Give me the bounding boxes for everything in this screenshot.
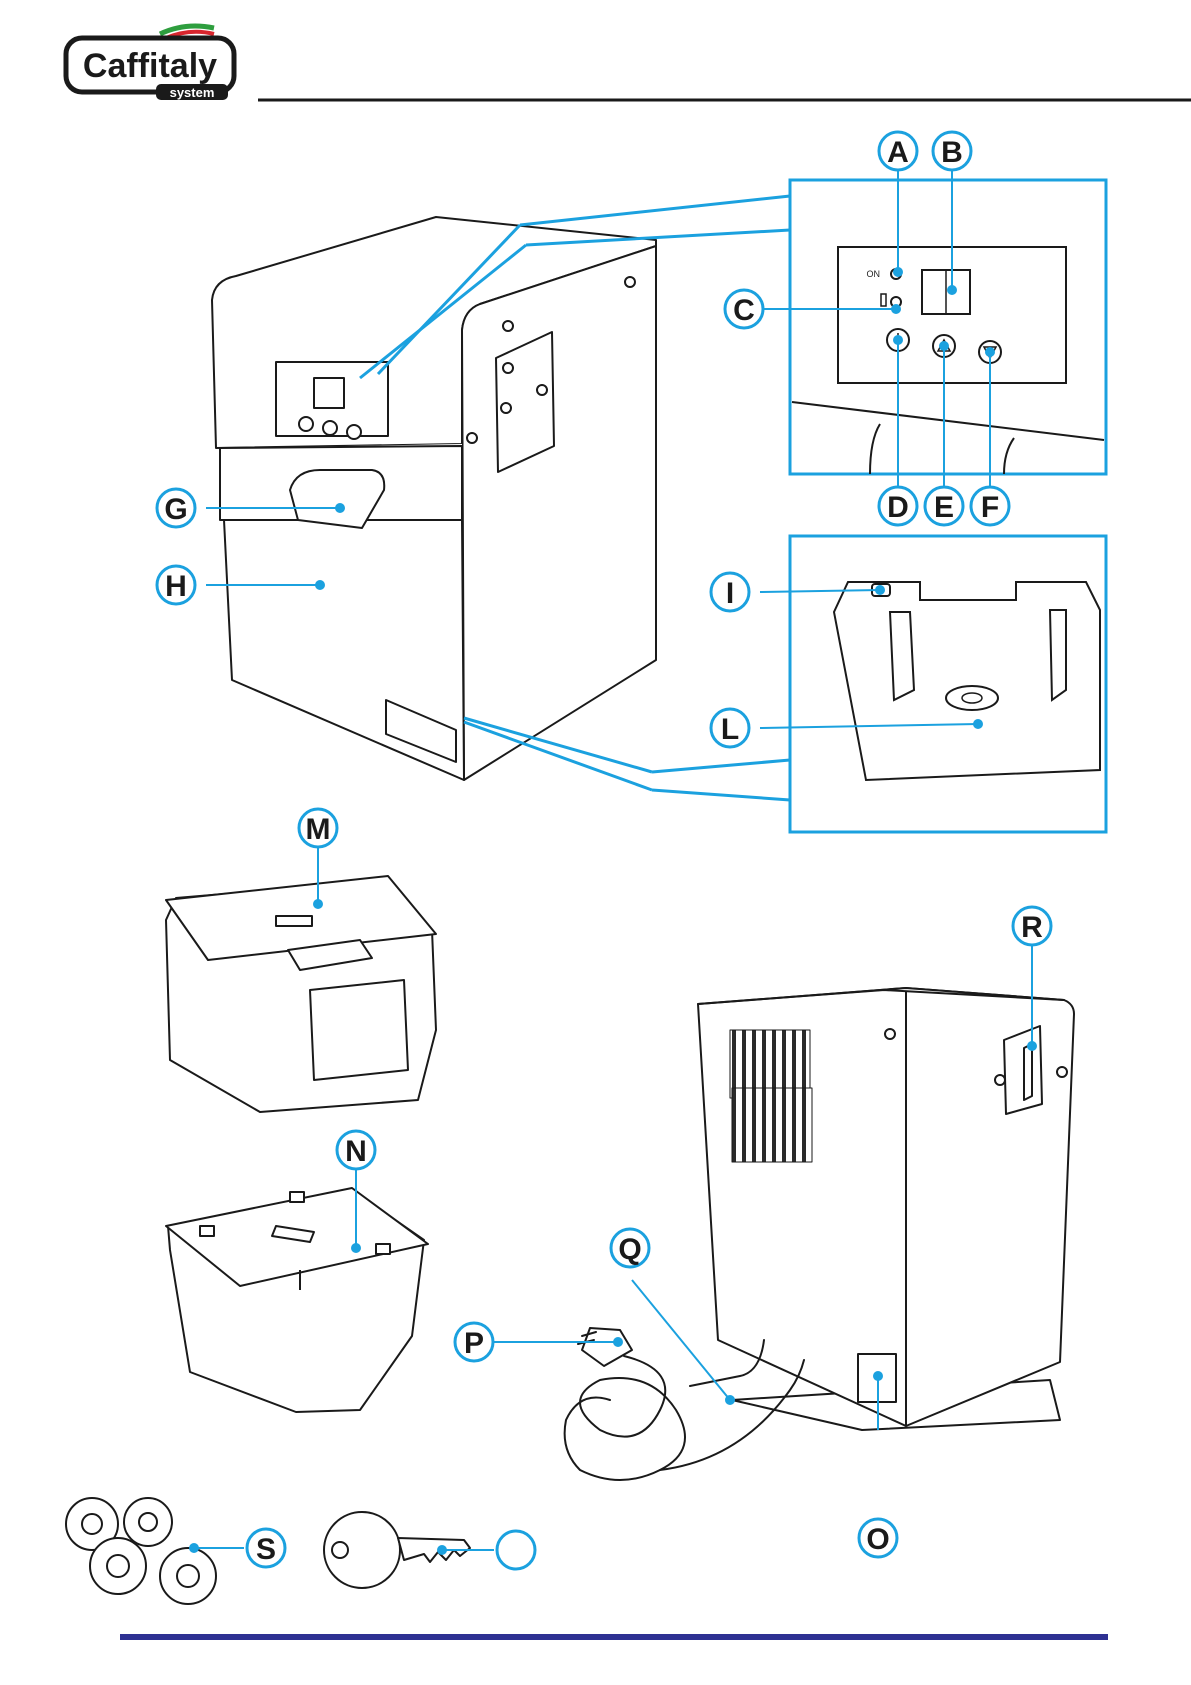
logo-brand-text: Caffitaly xyxy=(83,47,217,85)
key-hole xyxy=(332,1542,348,1558)
callout-d: D xyxy=(879,487,917,525)
side-screw xyxy=(467,433,477,443)
svg-text:B: B xyxy=(941,136,963,169)
svg-text:I: I xyxy=(726,577,734,610)
rear-screw xyxy=(1057,1067,1067,1077)
callout-n: N xyxy=(337,1131,375,1169)
zoom-line xyxy=(652,790,790,800)
footer-bar xyxy=(120,1634,1108,1640)
water-tank-illustration xyxy=(166,1188,428,1412)
callout-t xyxy=(497,1531,535,1569)
svg-text:S: S xyxy=(256,1533,276,1566)
callout-m: M xyxy=(299,809,337,847)
container-slot xyxy=(276,916,312,926)
rear-screw xyxy=(885,1029,895,1039)
capsule-container-illustration xyxy=(166,876,436,1112)
callout-i: I xyxy=(711,573,749,611)
front-button xyxy=(347,425,361,439)
svg-text:A: A xyxy=(887,136,909,169)
callout-h: H xyxy=(157,566,195,604)
rear-latch xyxy=(1024,1044,1032,1100)
callout-q: Q xyxy=(611,1229,649,1267)
side-screw xyxy=(501,403,511,413)
callout-l: L xyxy=(711,709,749,747)
svg-text:F: F xyxy=(981,491,999,524)
svg-text:D: D xyxy=(887,491,909,524)
side-screw xyxy=(537,385,547,395)
callout-b: B xyxy=(933,132,971,170)
svg-text:C: C xyxy=(733,294,755,327)
side-panel xyxy=(462,246,656,780)
logo-sub-text: system xyxy=(170,85,215,100)
callout-p: P xyxy=(455,1323,493,1361)
callout-r: R xyxy=(1013,907,1051,945)
svg-text:O: O xyxy=(866,1523,889,1556)
front-button xyxy=(299,417,313,431)
svg-text:R: R xyxy=(1021,911,1043,944)
svg-text:N: N xyxy=(345,1135,367,1168)
svg-text:H: H xyxy=(165,570,187,603)
rear-screw xyxy=(995,1075,1005,1085)
callout-o: O xyxy=(859,1519,897,1557)
svg-text:G: G xyxy=(164,493,187,526)
capsule-guide-right xyxy=(1050,610,1066,700)
svg-text:P: P xyxy=(464,1327,484,1360)
machine-rear-illustration xyxy=(698,988,1074,1430)
cable-coil xyxy=(565,1356,685,1480)
brand-logo: Caffitaly system xyxy=(66,26,234,100)
tank-clip xyxy=(376,1244,390,1254)
callout-a: A xyxy=(879,132,917,170)
zoom-line xyxy=(520,196,790,225)
tank-clip xyxy=(200,1226,214,1236)
machine-front-illustration xyxy=(212,217,656,780)
rear-back-panel xyxy=(906,988,1074,1426)
svg-text:M: M xyxy=(306,813,331,846)
callout-g: G xyxy=(157,489,195,527)
tank-clip xyxy=(290,1192,304,1202)
zoom-line xyxy=(652,760,790,772)
thermometer-icon xyxy=(881,294,886,306)
side-screw xyxy=(625,277,635,287)
rear-vent-lower xyxy=(732,1088,812,1162)
callout-e: E xyxy=(925,487,963,525)
cable-main xyxy=(660,1360,804,1470)
on-indicator-label: ON xyxy=(867,269,881,279)
svg-text:E: E xyxy=(934,491,954,524)
callout-s: S xyxy=(247,1529,285,1567)
side-screw xyxy=(503,321,513,331)
container-window xyxy=(310,980,408,1080)
front-display xyxy=(314,378,344,408)
side-plate xyxy=(496,332,554,472)
side-screw xyxy=(503,363,513,373)
svg-text:Q: Q xyxy=(618,1233,641,1266)
callout-c: C xyxy=(725,290,763,328)
front-button xyxy=(323,421,337,435)
svg-text:L: L xyxy=(721,713,739,746)
callout-f: F xyxy=(971,487,1009,525)
capsule-guide-left xyxy=(890,612,914,700)
